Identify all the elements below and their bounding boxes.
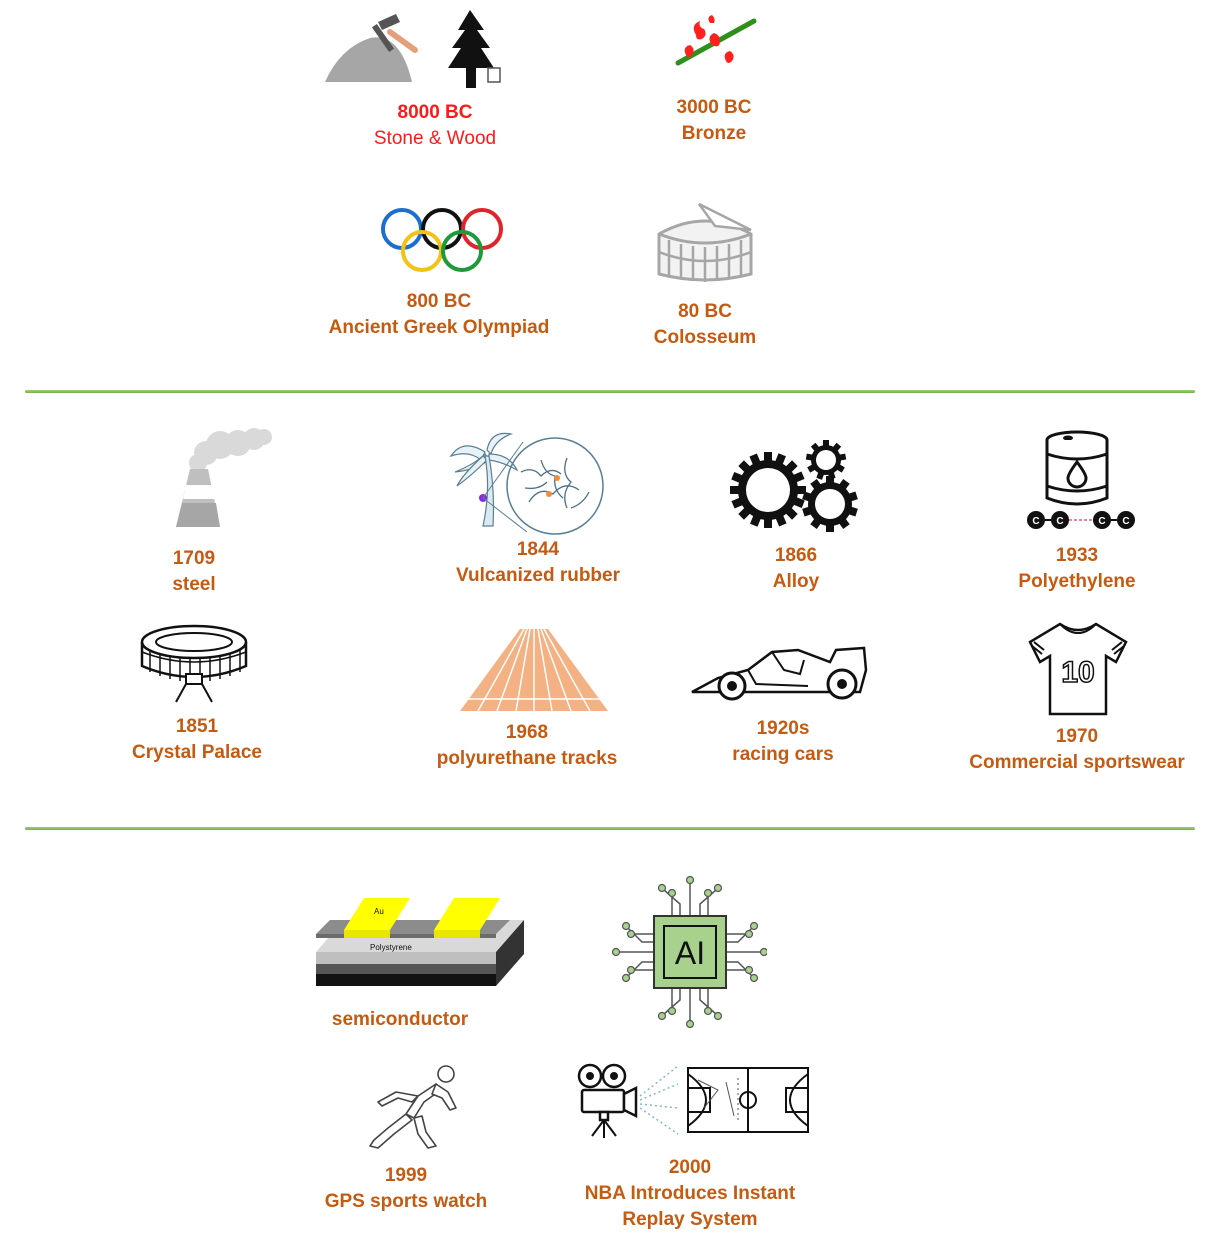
stone-hammer-tree-icon (325, 10, 501, 88)
year-bronze: 3000 BC (676, 97, 752, 118)
bronze-branch-icon (675, 15, 757, 66)
jersey-icon: 10 (1028, 622, 1128, 716)
label-gps: 1999 GPS sports watch (325, 1163, 488, 1215)
substrate-label: Polystyrene (370, 943, 412, 952)
name-replay-line1: NBA Introduces Instant (584, 1183, 796, 1204)
label-semiconductor: semiconductor (332, 1007, 468, 1033)
olympic-rings-icon (381, 208, 503, 272)
year-polyethylene: 1933 (1055, 545, 1099, 566)
label-rubber: 1844 Vulcanized rubber (456, 537, 620, 589)
name-crystal-palace: Crystal Palace (132, 742, 262, 763)
label-olympiad: 800 BC Ancient Greek Olympiad (329, 289, 550, 341)
factory-chimney-icon (176, 428, 272, 527)
semiconductor-layers-icon: Au Polystyrene (316, 898, 524, 986)
year-olympiad: 800 BC (406, 291, 472, 312)
year-crystal-palace: 1851 (175, 716, 219, 737)
name-alloy: Alloy (772, 571, 820, 592)
label-replay: 2000 NBA Introduces Instant Replay Syste… (585, 1155, 795, 1233)
name-bronze: Bronze (681, 123, 747, 144)
racing-car-icon (691, 646, 868, 701)
section-divider-2 (25, 827, 1195, 830)
label-bronze: 3000 BC Bronze (677, 95, 752, 147)
year-alloy: 1866 (774, 545, 818, 566)
name-steel: steel (172, 574, 216, 595)
name-olympiad: Ancient Greek Olympiad (328, 317, 550, 338)
ai-chip-icon: AI (612, 876, 767, 1028)
year-stone-wood: 8000 BC (397, 102, 473, 123)
year-sportswear: 1970 (1055, 726, 1099, 747)
name-stone-wood: Stone & Wood (373, 128, 497, 149)
section-divider-1 (25, 390, 1195, 393)
year-steel: 1709 (172, 548, 216, 569)
gears-icon (730, 440, 858, 532)
jersey-number: 10 (1061, 656, 1094, 689)
name-polyethylene: Polyethylene (1018, 571, 1136, 592)
label-sportswear: 1970 Commercial sportswear (969, 724, 1184, 776)
name-gps: GPS sports watch (324, 1191, 488, 1212)
year-racing: 1920s (756, 718, 810, 739)
name-tracks: polyurethane tracks (436, 748, 618, 769)
year-tracks: 1968 (505, 722, 549, 743)
name-racing: racing cars (732, 744, 834, 765)
carbon-label: C (1032, 516, 1039, 527)
label-stone-wood: 8000 BC Stone & Wood (374, 100, 496, 152)
running-track-icon (460, 628, 608, 712)
year-colosseum: 80 BC (678, 301, 732, 322)
name-replay-line2: Replay System (622, 1209, 758, 1230)
label-steel: 1709 steel (172, 546, 215, 598)
camera-court-icon (577, 1063, 809, 1138)
carbon-label: C (1098, 516, 1105, 527)
label-racing: 1920s racing cars (732, 716, 833, 768)
label-alloy: 1866 Alloy (773, 543, 819, 595)
rubber-tree-molecule-icon (449, 432, 604, 535)
year-replay: 2000 (668, 1157, 712, 1178)
label-tracks: 1968 polyurethane tracks (437, 720, 618, 772)
label-polyethylene: 1933 Polyethylene (1018, 543, 1135, 595)
year-gps: 1999 (384, 1165, 428, 1186)
chip-label: AI (675, 935, 705, 971)
label-crystal-palace: 1851 Crystal Palace (132, 714, 262, 766)
name-sportswear: Commercial sportswear (969, 752, 1185, 773)
stadium-icon (140, 624, 248, 703)
carbon-label: C (1122, 516, 1129, 527)
name-colosseum: Colosseum (653, 327, 757, 348)
oil-barrel-icon: C C C C (1027, 430, 1135, 529)
colosseum-icon (657, 202, 753, 282)
year-rubber: 1844 (516, 539, 560, 560)
carbon-label: C (1056, 516, 1063, 527)
gold-label: Au (374, 907, 384, 916)
name-rubber: Vulcanized rubber (456, 565, 620, 586)
runner-icon (369, 1065, 457, 1149)
name-semiconductor: semiconductor (331, 1009, 469, 1030)
label-colosseum: 80 BC Colosseum (654, 299, 756, 351)
